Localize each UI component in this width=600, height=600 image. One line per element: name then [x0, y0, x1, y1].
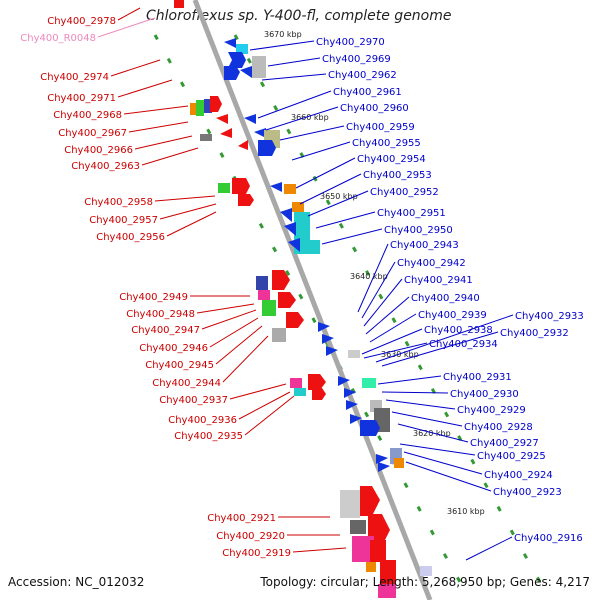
gene-label-chy400-2928: Chy400_2928: [464, 422, 533, 433]
gene-label-chy400-2971: Chy400_2971: [47, 93, 116, 104]
forward-strand-features: [174, 0, 396, 598]
map-title: Chloroflexus sp. Y-400-fl, complete geno…: [146, 8, 452, 24]
gene-label-chy400-2941: Chy400_2941: [404, 275, 473, 286]
gene-label-chy400-2936: Chy400_2936: [168, 415, 237, 426]
gene-label-chy400-2934: Chy400_2934: [429, 339, 498, 350]
gene-label-chy400-2935: Chy400_2935: [174, 431, 243, 442]
guide-track-inner-right: [233, 34, 552, 600]
gene-label-chy400-2947: Chy400_2947: [131, 325, 200, 336]
gene-label-chy400-2943: Chy400_2943: [390, 240, 459, 251]
gene-label-chy400-2937: Chy400_2937: [159, 395, 228, 406]
genome-backbone: [192, 0, 433, 600]
gene-label-chy400-2923: Chy400_2923: [493, 487, 562, 498]
gene-label-chy400-2949: Chy400_2949: [119, 292, 188, 303]
gene-label-chy400-2950: Chy400_2950: [384, 225, 453, 236]
gene-label-chy400-2959: Chy400_2959: [346, 122, 415, 133]
gene-label-chy400-2925: Chy400_2925: [477, 451, 546, 462]
gene-label-chy400-2931: Chy400_2931: [443, 372, 512, 383]
left-label-leaders: [97, 7, 347, 553]
gene-label-chy400-2978: Chy400_2978: [47, 16, 116, 27]
left-labels: Chy400_2978 Chy400_R0048 Chy400_2974 Chy…: [20, 16, 291, 559]
gene-label-chy400-2974: Chy400_2974: [40, 72, 109, 83]
gene-label-chy400-2956: Chy400_2956: [96, 232, 165, 243]
gene-label-chy400-2969: Chy400_2969: [322, 54, 391, 65]
gene-label-chy400-2920: Chy400_2920: [216, 531, 285, 542]
genome-summary-text: Topology: circular; Length: 5,268,950 bp…: [260, 575, 590, 589]
right-label-leaders: [249, 40, 514, 561]
gene-label-chy400-2933: Chy400_2933: [515, 311, 584, 322]
gene-label-chy400-2968: Chy400_2968: [53, 110, 122, 121]
gene-label-chy400-2927: Chy400_2927: [470, 438, 539, 449]
gene-label-chy400-2970: Chy400_2970: [316, 37, 385, 48]
gene-label-chy400-2924: Chy400_2924: [484, 470, 553, 481]
gene-label-chy400-2961: Chy400_2961: [333, 87, 402, 98]
gene-label-chy400-2919: Chy400_2919: [222, 548, 291, 559]
gene-label-chy400-2940: Chy400_2940: [411, 293, 480, 304]
gene-label-chy400-2939: Chy400_2939: [418, 310, 487, 321]
gene-label-chy400-2945: Chy400_2945: [145, 360, 214, 371]
gene-label-chy400-2929: Chy400_2929: [457, 405, 526, 416]
gene-label-chy400-2951: Chy400_2951: [377, 208, 446, 219]
reverse-strand-features: [224, 38, 432, 576]
gene-label-chy400-2957: Chy400_2957: [89, 215, 158, 226]
tick-label: 3620 kbp: [413, 429, 451, 438]
gene-label-chy400-2967: Chy400_2967: [58, 128, 127, 139]
gene-label-chy400-2916: Chy400_2916: [514, 533, 583, 544]
gene-label-chy400-2953: Chy400_2953: [363, 170, 432, 181]
tick-label: 3640 kbp: [350, 272, 388, 281]
gene-label-chy400-2930: Chy400_2930: [450, 389, 519, 400]
gene-label-chy400-2963: Chy400_2963: [71, 161, 140, 172]
gene-label-chy400-2944: Chy400_2944: [152, 378, 221, 389]
right-labels: Chy400_2970 Chy400_2969 Chy400_2962 Chy4…: [316, 37, 584, 544]
tick-label: 3670 kbp: [264, 30, 302, 39]
gene-label-chy400-2946: Chy400_2946: [139, 343, 208, 354]
tick-label: 3660 kbp: [291, 113, 329, 122]
tick-label: 3650 kbp: [320, 192, 358, 201]
gene-label-chy400-2952: Chy400_2952: [370, 187, 439, 198]
gene-label-chy400-2921: Chy400_2921: [207, 513, 276, 524]
accession-text: Accession: NC_012032: [8, 575, 145, 589]
tick-label: 3610 kbp: [447, 507, 485, 516]
gene-label-chy400-2948: Chy400_2948: [126, 309, 195, 320]
gene-label-chy400-2938: Chy400_2938: [424, 325, 493, 336]
gene-label-chy400-2955: Chy400_2955: [352, 138, 421, 149]
gene-label-chy400-2954: Chy400_2954: [357, 154, 426, 165]
scale-ticks: 3670 kbp 3660 kbp 3650 kbp 3640 kbp 3630…: [264, 30, 485, 516]
gene-label-chy400-2958: Chy400_2958: [84, 197, 153, 208]
tick-label: 3630 kbp: [381, 350, 419, 359]
gene-label-chy400-2932: Chy400_2932: [500, 328, 569, 339]
gene-label-chy400-2962: Chy400_2962: [328, 70, 397, 81]
gene-label-chy400-2942: Chy400_2942: [397, 258, 466, 269]
gene-label-chy400-2960: Chy400_2960: [340, 103, 409, 114]
gene-label-chy400-2966: Chy400_2966: [64, 145, 133, 156]
gene-label-chy400-r0048: Chy400_R0048: [20, 33, 96, 44]
